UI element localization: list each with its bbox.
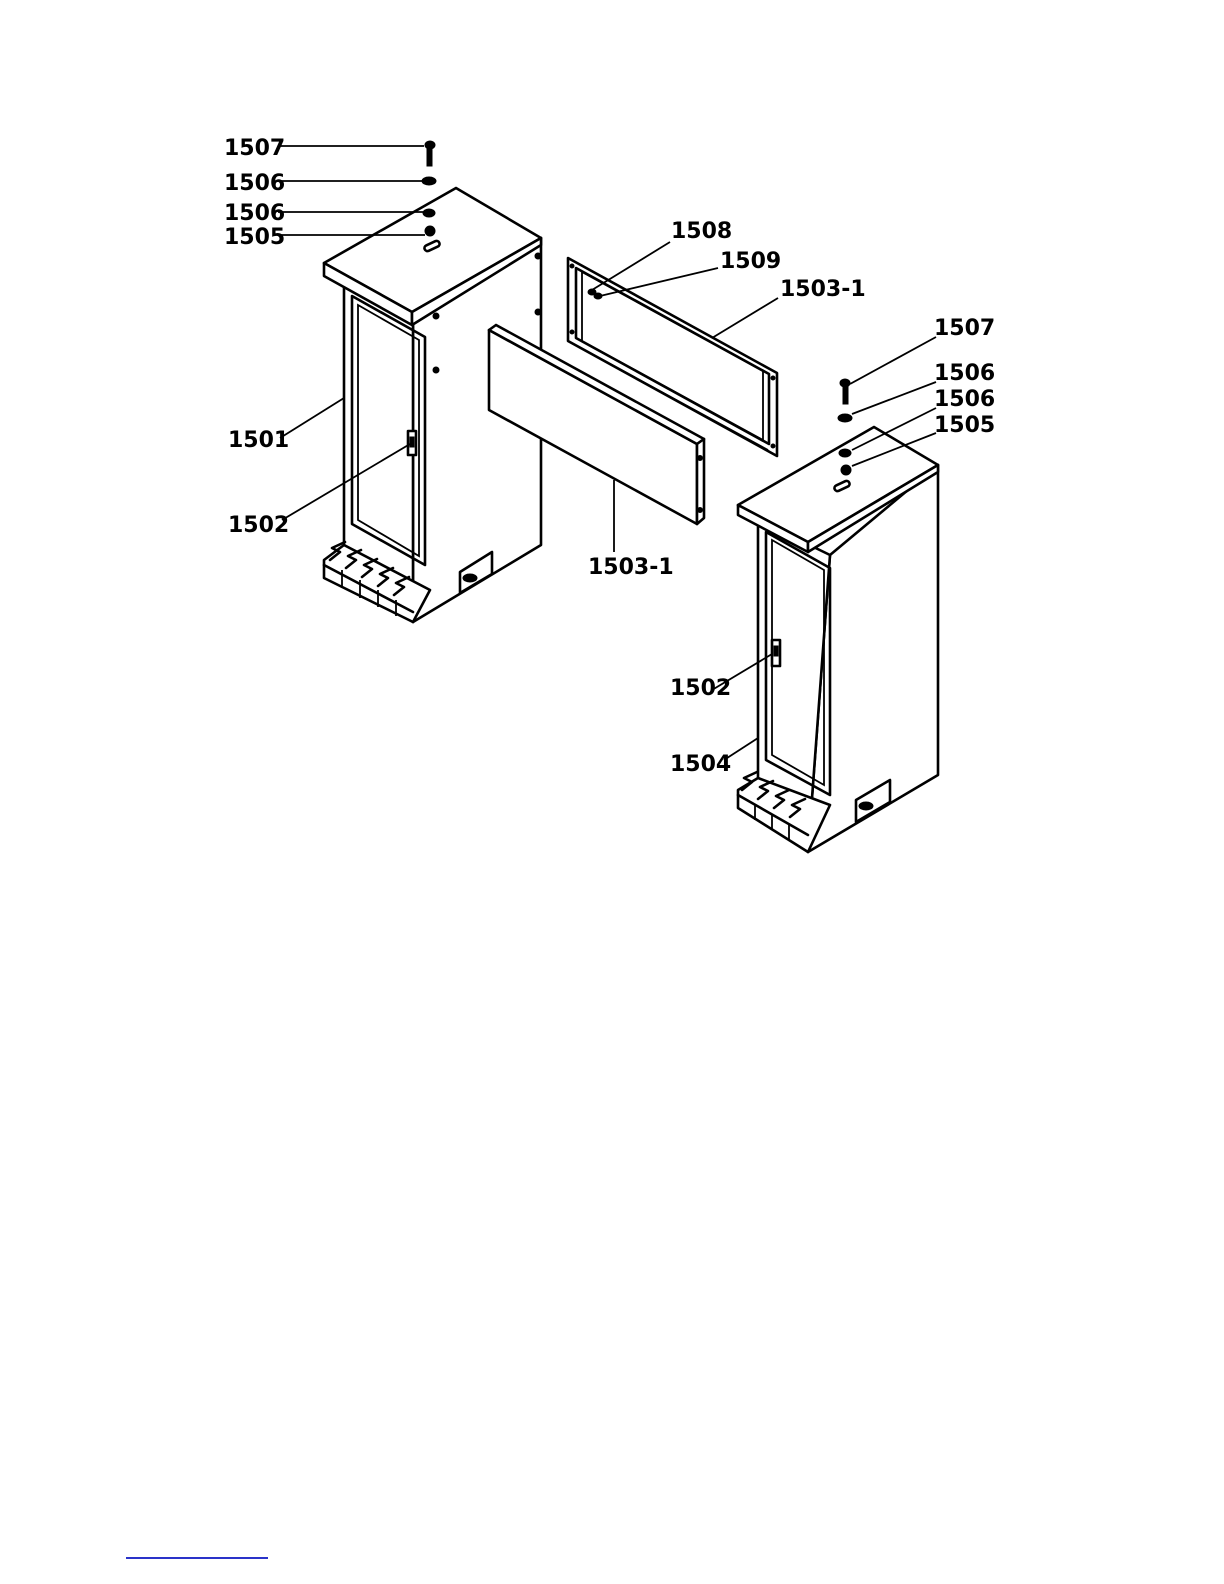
left-washer-icon — [423, 209, 435, 217]
callout-1506-right-top: 1506 — [934, 361, 995, 386]
callout-1506-right-mid: 1506 — [934, 387, 995, 412]
callout-1501: 1501 — [228, 428, 289, 453]
callout-1503-1-front: 1503-1 — [588, 555, 674, 580]
callout-1505-left: 1505 — [224, 225, 285, 250]
callout-1506-left-top: 1506 — [224, 171, 285, 196]
callout-1503-1-back: 1503-1 — [780, 277, 866, 302]
callout-1502-left: 1502 — [228, 513, 289, 538]
left-nut-icon — [425, 226, 435, 236]
footnote-rule — [126, 1557, 268, 1559]
callout-1502-right: 1502 — [670, 676, 731, 701]
left-washer-icon — [422, 177, 436, 185]
right-cabinet — [738, 427, 938, 852]
callout-1508: 1508 — [671, 219, 732, 244]
right-washer-icon — [838, 414, 852, 422]
callout-1504: 1504 — [670, 752, 731, 777]
callout-1506-left-mid: 1506 — [224, 201, 285, 226]
callout-1507-right: 1507 — [934, 316, 995, 341]
right-washer-icon — [839, 449, 851, 457]
right-nut-icon — [841, 465, 851, 475]
callout-1505-right: 1505 — [934, 413, 995, 438]
callout-1507-left: 1507 — [224, 136, 285, 161]
callout-1509: 1509 — [720, 249, 781, 274]
